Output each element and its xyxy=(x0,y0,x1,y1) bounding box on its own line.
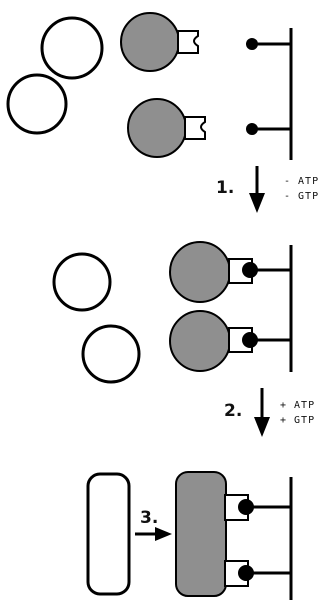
anchor-knob xyxy=(238,565,254,581)
anchor-knob xyxy=(246,38,258,50)
empty-vesicle xyxy=(6,73,68,135)
step-1-condition: - ATP xyxy=(284,176,319,187)
anchor-knob xyxy=(242,262,258,278)
anchor-knob xyxy=(242,332,258,348)
receptor-cup xyxy=(184,116,206,140)
step-2-number: 2. xyxy=(224,401,242,421)
docked-vesicle xyxy=(169,310,231,372)
step-2-condition: + GTP xyxy=(280,415,315,426)
coated-vesicle xyxy=(120,12,180,72)
docked-vesicle xyxy=(169,241,231,303)
stage-2 xyxy=(52,241,293,384)
step-3-arrow xyxy=(135,527,172,541)
step-1-condition: - GTP xyxy=(284,191,319,202)
anchor-knob xyxy=(246,123,258,135)
empty-vesicle xyxy=(81,324,141,384)
anchor-knob xyxy=(238,499,254,515)
step-3-number: 3. xyxy=(140,508,158,528)
coated-vesicle xyxy=(127,98,187,158)
receptor-cup xyxy=(177,30,199,54)
step-2-condition: + ATP xyxy=(280,400,315,411)
step-2-arrow xyxy=(254,388,270,437)
stage-3 xyxy=(86,471,293,600)
stage-1 xyxy=(6,12,293,160)
empty-elongated-compartment xyxy=(86,472,131,596)
fused-compartment xyxy=(175,471,227,597)
step-1-arrow xyxy=(249,166,265,213)
empty-vesicle xyxy=(40,16,104,80)
step-1-number: 1. xyxy=(216,178,234,198)
empty-vesicle xyxy=(52,252,112,312)
